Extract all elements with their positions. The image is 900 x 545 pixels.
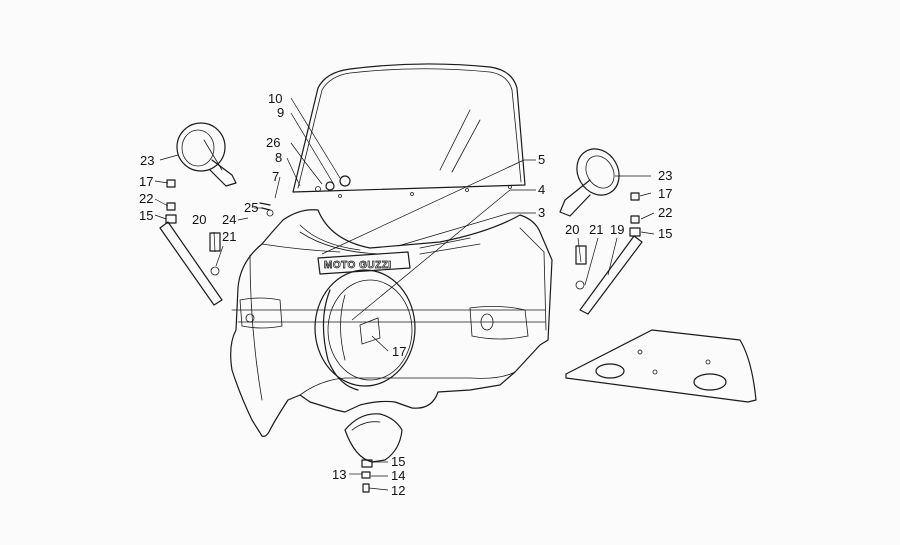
- callout-label: 15: [139, 208, 153, 223]
- callout-label: 20: [565, 222, 579, 237]
- callout-label: 12: [391, 483, 405, 498]
- callout-label: 21: [222, 229, 236, 244]
- fairing-chin: [344, 413, 403, 463]
- callout-label: 7: [272, 169, 279, 184]
- callout-label: 17: [392, 344, 406, 359]
- callout-label: 14: [391, 468, 405, 483]
- callout-label: 17: [658, 186, 672, 201]
- callout-label: 24: [222, 212, 236, 227]
- fairing-body: [230, 209, 553, 437]
- brand-lettering: MOTO GUZZI: [324, 260, 392, 271]
- callout-label: 13: [332, 467, 346, 482]
- callout-label: 15: [658, 226, 672, 241]
- callout-label: 10: [268, 91, 282, 106]
- brand-badge: MOTO GUZZI: [317, 251, 411, 275]
- windscreen: [292, 63, 526, 198]
- callout-label: 8: [275, 150, 282, 165]
- callout-label: 20: [192, 212, 206, 227]
- right-mirror-assembly: [559, 148, 643, 315]
- headlight: [314, 269, 416, 391]
- callout-label: 22: [139, 191, 153, 206]
- callout-label: 17: [139, 174, 153, 189]
- windscreen-fixings: [315, 175, 351, 192]
- callout-label: 26: [266, 135, 280, 150]
- callout-label: 25: [244, 200, 258, 215]
- bottom-fixings: [361, 459, 373, 493]
- callout-label: 23: [140, 153, 154, 168]
- callout-label: 9: [277, 105, 284, 120]
- callout-label: 22: [658, 205, 672, 220]
- callout-label: 21: [589, 222, 603, 237]
- mounting-plate: [565, 329, 757, 403]
- callout-labels: 10 9 26 8 7 5 4 3 23 17 22 25 15 24 20 2…: [139, 91, 672, 498]
- callout-label: 4: [538, 182, 545, 197]
- leader-lines: [154, 97, 655, 491]
- callout-label: 23: [658, 168, 672, 183]
- callout-label: 19: [610, 222, 624, 237]
- callout-label: 3: [538, 205, 545, 220]
- callout-label: 5: [538, 152, 545, 167]
- callout-label: 15: [391, 454, 405, 469]
